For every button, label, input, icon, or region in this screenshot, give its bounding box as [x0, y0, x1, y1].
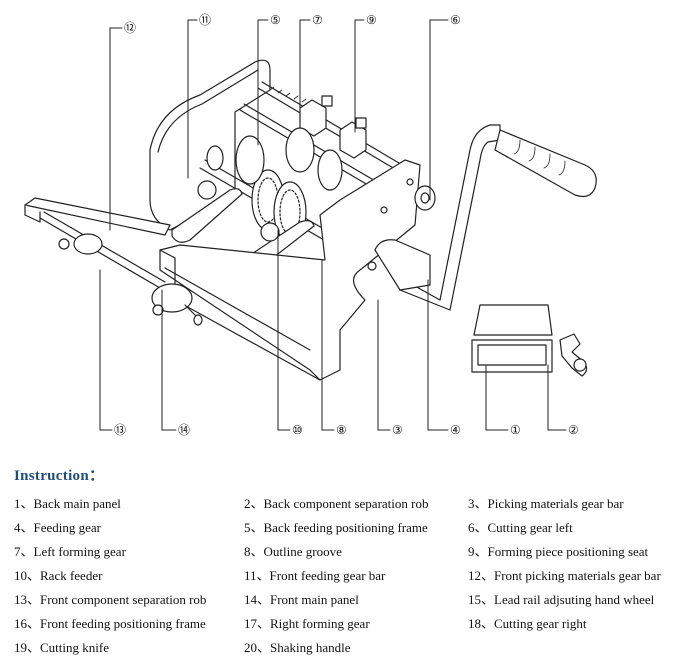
part-2: 2、Back component separation rob: [244, 496, 429, 511]
callout-6: ⑥: [450, 13, 461, 27]
part-18: 18、Cutting gear right: [468, 616, 587, 631]
part-17: 17、Right forming gear: [244, 616, 370, 631]
callout-7: ⑦: [312, 13, 323, 27]
callout-5: ⑤: [270, 13, 281, 27]
instruction-title: Instruction: [14, 468, 89, 484]
part-19: 19、Cutting knife: [14, 640, 109, 655]
part-5: 5、Back feeding positioning frame: [244, 520, 428, 535]
shaking-handle: [374, 124, 597, 311]
part-3: 3、Picking materials gear bar: [468, 496, 624, 511]
part-7: 7、Left forming gear: [14, 544, 126, 559]
callout-13: ⑬: [114, 423, 126, 437]
instruction-heading: Instruction：: [14, 464, 104, 485]
part-10: 10、Rack feeder: [14, 568, 103, 583]
part-13: 13、Front component separation rob: [14, 592, 207, 607]
tray-part: [471, 304, 553, 373]
callout-12: ⑫: [124, 21, 136, 35]
cutting-gear-left: [414, 185, 436, 211]
callout-4: ④: [450, 423, 461, 437]
callout-14: ⑭: [178, 423, 190, 437]
callout-3: ③: [392, 423, 403, 437]
part-20: 20、Shaking handle: [244, 640, 351, 655]
part-15: 15、Lead rail adjsuting hand wheel: [468, 592, 655, 607]
callout-8: ⑧: [336, 423, 347, 437]
callout-10: ⑩: [292, 423, 303, 437]
part-12: 12、Front picking materials gear bar: [468, 568, 661, 583]
callout-2: ②: [568, 423, 579, 437]
callout-9: ⑨: [366, 13, 377, 27]
machine-diagram: ⑫ ⑪ ⑤ ⑦ ⑨ ⑥ ⑬ ⑭ ⑩ ⑧ ③ ④ ① ②: [24, 13, 597, 437]
leader-lines: [99, 19, 567, 431]
part-6: 6、Cutting gear left: [468, 520, 573, 535]
callout-11: ⑪: [199, 13, 211, 27]
forming-gears: [206, 127, 343, 243]
parts-list: 1、Back main panel 2、Back component separ…: [14, 494, 693, 657]
feeding-positioning-frames: [299, 95, 367, 159]
part-16: 16、Front feeding positioning frame: [14, 616, 206, 631]
part-14: 14、Front main panel: [244, 592, 359, 607]
front-main-panel: [159, 159, 421, 381]
part-11: 11、Front feeding gear bar: [244, 568, 386, 583]
part-9: 9、Forming piece positioning seat: [468, 544, 649, 559]
instruction-title-suffix: ：: [88, 468, 105, 484]
callout-1: ①: [510, 423, 521, 437]
part-8: 8、Outline groove: [244, 544, 342, 559]
back-main-panel: [149, 59, 271, 231]
part-4: 4、Feeding gear: [14, 520, 102, 535]
part-1: 1、Back main panel: [14, 496, 121, 511]
wrench-part: [559, 333, 588, 377]
